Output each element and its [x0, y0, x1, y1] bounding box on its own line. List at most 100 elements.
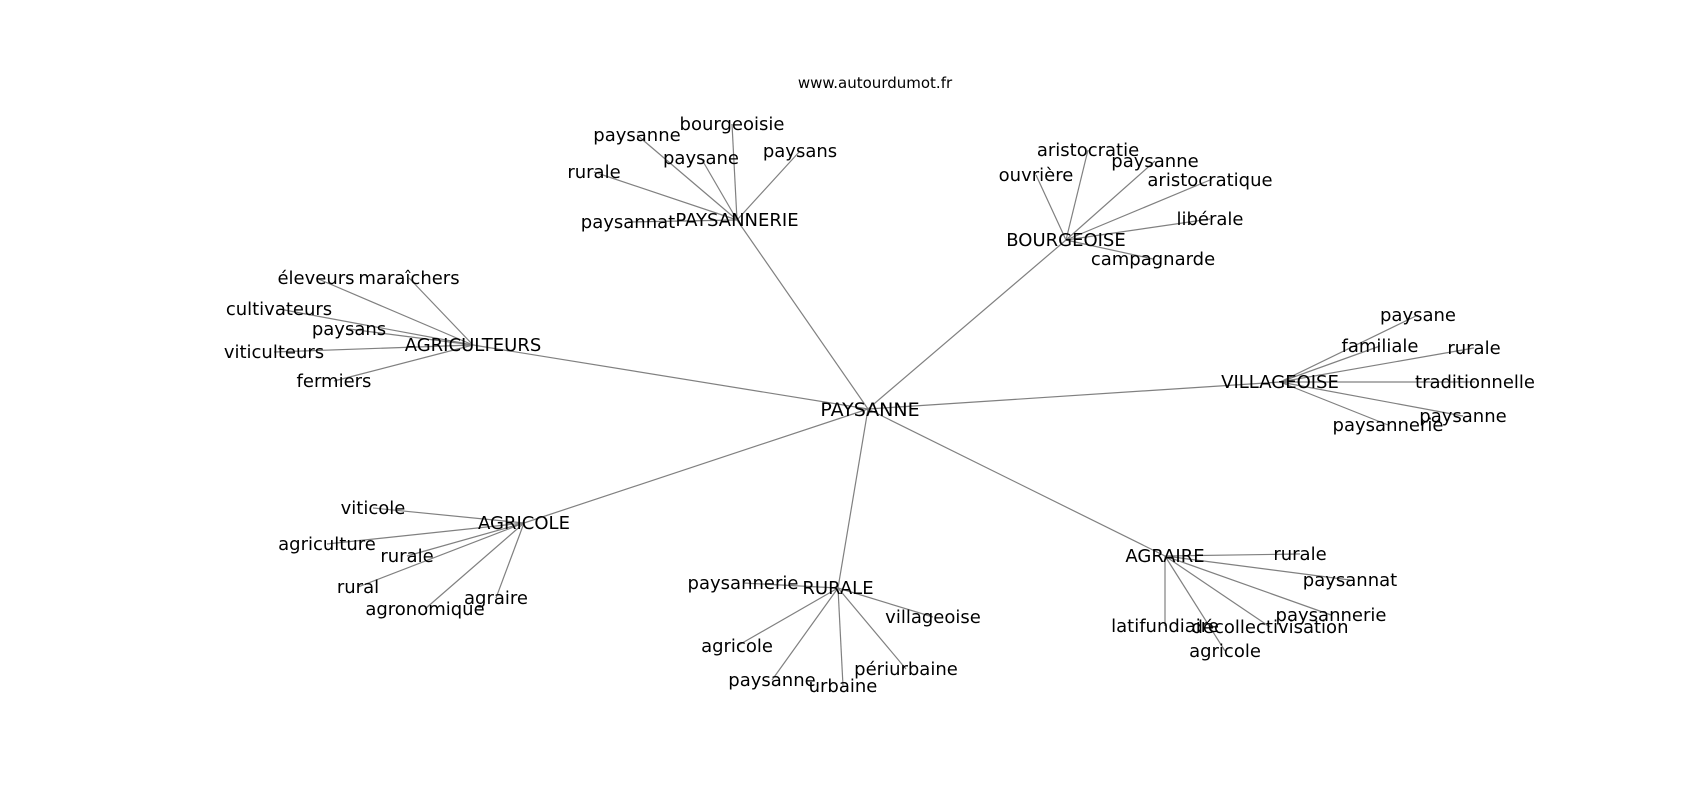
edge-4-leaf-0: [372, 507, 525, 524]
edge-6-leaf-2: [1164, 555, 1332, 616]
leaf-node: éleveurs: [277, 268, 354, 289]
leaf-node: rurale: [380, 546, 433, 567]
edge-1-leaf-4: [1065, 218, 1211, 241]
leaf-node: ouvrière: [999, 165, 1074, 186]
leaf-node: périurbaine: [854, 659, 958, 680]
leaf-node: viticole: [341, 498, 406, 519]
leaf-node: latifundiaire: [1111, 616, 1219, 637]
edge-3-leaf-5: [1279, 381, 1389, 426]
edge-6-leaf-5: [1164, 555, 1226, 652]
leaf-node: paysannat: [1303, 570, 1397, 591]
edge-2-leaf-2: [278, 308, 474, 346]
edge-0-leaf-1: [636, 134, 738, 221]
leaf-node: paysans: [763, 141, 837, 162]
edge-2-leaf-0: [315, 277, 474, 346]
leaf-node: paysane: [663, 148, 739, 169]
leaf-node: paysannat: [581, 212, 675, 233]
edge-6-leaf-0: [1164, 553, 1301, 557]
graph-labels: www.autourdumot.fr PAYSANNE PAYSANNERIE b…: [224, 74, 1535, 697]
edge-center-to-4: [523, 408, 869, 524]
leaf-node: aristocratique: [1147, 170, 1272, 191]
cluster-node: RURALE: [802, 578, 873, 599]
cluster-node: AGRICULTEURS: [405, 335, 542, 356]
cluster-node: AGRICOLE: [478, 513, 570, 534]
edge-center-to-3: [867, 381, 1281, 410]
edge-5-leaf-4: [771, 587, 839, 681]
cluster-node: PAYSANNERIE: [675, 210, 798, 231]
edge-4-leaf-3: [357, 522, 525, 588]
leaf-node: rural: [337, 577, 379, 598]
edge-1-leaf-2: [1035, 174, 1067, 241]
edge-center-to-5: [837, 408, 869, 589]
leaf-node: paysannerie: [1333, 415, 1444, 436]
edge-0-leaf-4: [593, 171, 738, 221]
edge-0-leaf-0: [731, 123, 738, 221]
cluster-node: AGRAIRE: [1125, 546, 1204, 567]
edge-5-leaf-1: [837, 587, 934, 618]
edge-1-leaf-3: [1065, 179, 1211, 241]
edge-1-leaf-5: [1065, 239, 1154, 260]
edge-5-leaf-5: [837, 587, 844, 687]
leaf-node: villageoise: [885, 607, 981, 628]
leaf-node: agronomique: [365, 599, 484, 620]
leaf-node: agriculture: [278, 534, 376, 555]
edge-6-leaf-1: [1164, 555, 1351, 581]
edge-2-leaf-3: [348, 328, 474, 346]
edge-3-leaf-0: [1279, 314, 1419, 383]
edge-0-leaf-5: [627, 219, 738, 223]
edge-center-to-6: [867, 408, 1166, 557]
leaf-node: paysans: [312, 319, 386, 340]
edge-5-leaf-3: [837, 587, 907, 670]
edge-6-leaf-4: [1164, 555, 1271, 628]
leaf-node: maraîchers: [358, 268, 459, 289]
edge-3-leaf-2: [1279, 347, 1475, 383]
cluster-node: VILLAGEOISE: [1221, 372, 1339, 393]
source-label: www.autourdumot.fr: [798, 74, 953, 92]
edge-center-to-2: [472, 344, 869, 410]
leaf-node: paysanne: [1419, 406, 1506, 427]
leaf-node: urbaine: [809, 676, 878, 697]
leaf-node: fermiers: [297, 371, 372, 392]
leaf-node: rurale: [567, 162, 620, 183]
leaf-node: bourgeoisie: [680, 114, 785, 135]
edge-3-leaf-1: [1279, 345, 1381, 383]
edge-4-leaf-5: [424, 522, 525, 610]
edge-0-leaf-3: [736, 150, 801, 221]
leaf-node: paysannerie: [1276, 605, 1387, 626]
edge-4-leaf-4: [495, 522, 525, 599]
leaf-node: agricole: [1189, 641, 1261, 662]
leaf-node: paysannerie: [688, 573, 799, 594]
leaf-node: rurale: [1447, 338, 1500, 359]
edge-2-leaf-5: [333, 344, 474, 382]
edge-0-leaf-2: [700, 157, 738, 221]
edge-2-leaf-4: [273, 344, 474, 353]
leaf-node: rurale: [1273, 544, 1326, 565]
edge-4-leaf-1: [326, 522, 525, 545]
leaf-node: agraire: [464, 588, 528, 609]
leaf-node: paysanne: [1111, 151, 1198, 172]
edge-2-leaf-1: [408, 277, 474, 346]
leaf-node: campagnarde: [1091, 249, 1215, 270]
edge-1-leaf-0: [1065, 149, 1089, 241]
edge-4-leaf-2: [406, 522, 525, 557]
leaf-node: familiale: [1341, 336, 1418, 357]
leaf-node: libérale: [1176, 209, 1243, 230]
leaf-node: cultivateurs: [226, 299, 332, 320]
edge-5-leaf-0: [742, 582, 839, 589]
center-node: PAYSANNE: [820, 399, 919, 421]
leaf-node: traditionnelle: [1415, 372, 1535, 393]
leaf-node: paysane: [1380, 305, 1456, 326]
edge-5-leaf-2: [736, 587, 839, 647]
edge-1-leaf-1: [1065, 160, 1156, 241]
graph-edges: [273, 123, 1475, 687]
cluster-node: BOURGEOISE: [1006, 230, 1125, 251]
edge-center-to-0: [736, 219, 869, 410]
edge-3-leaf-4: [1279, 381, 1464, 417]
leaf-node: viticulteurs: [224, 342, 324, 363]
leaf-node: paysanne: [593, 125, 680, 146]
leaf-node: paysanne: [728, 670, 815, 691]
leaf-node: agricole: [701, 636, 773, 657]
leaf-node: aristocratie: [1037, 140, 1139, 161]
edge-center-to-1: [867, 239, 1067, 410]
